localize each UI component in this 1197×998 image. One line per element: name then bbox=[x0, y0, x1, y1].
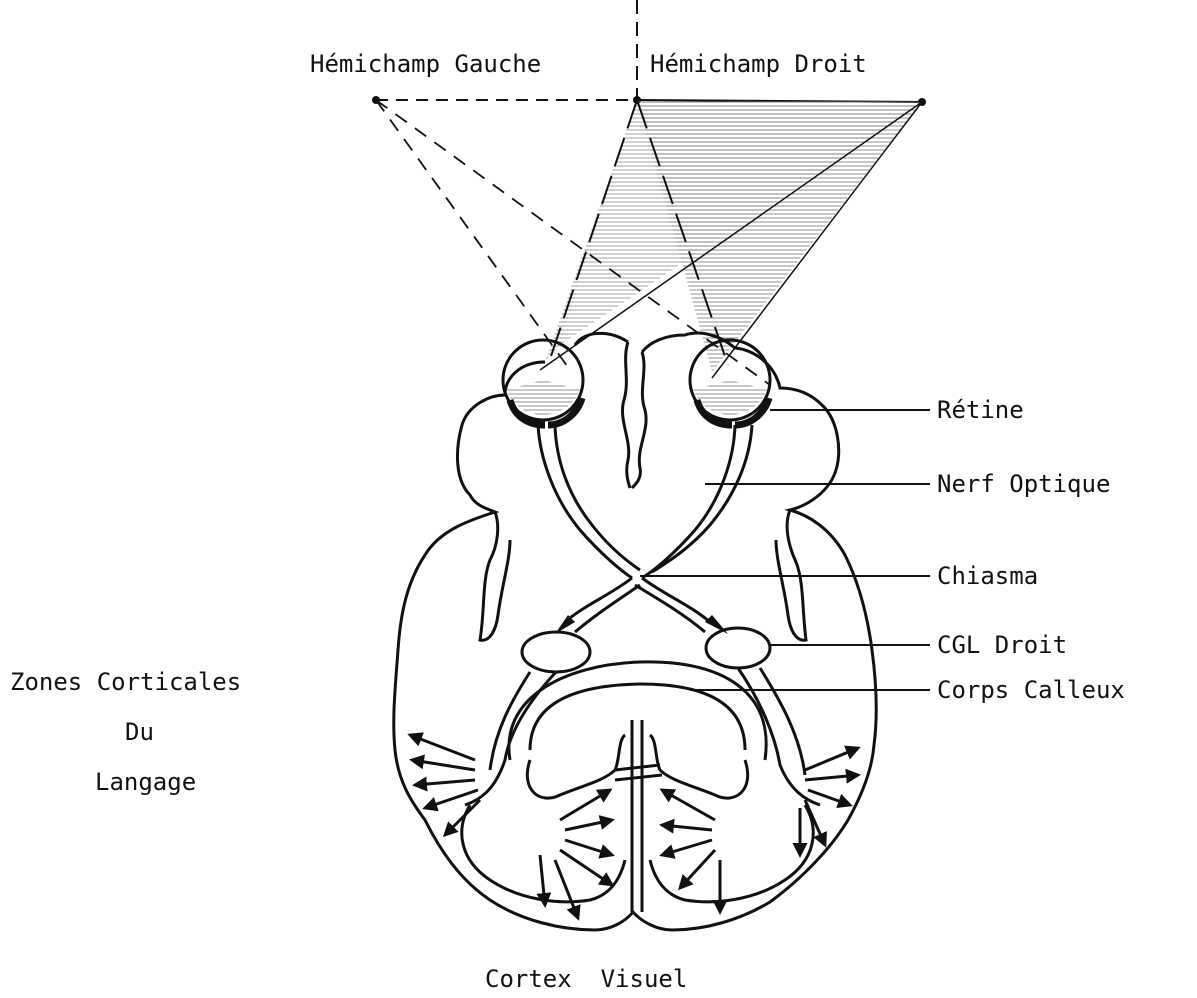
arrow-vc-l4 bbox=[560, 850, 612, 885]
label-hemifield-left: Hémichamp Gauche bbox=[310, 50, 541, 78]
left-optic-radiation bbox=[465, 672, 556, 805]
label-lgn-right: CGL Droit bbox=[937, 631, 1067, 659]
left-language-arrows bbox=[410, 735, 480, 835]
arrow-vc-l5 bbox=[555, 860, 578, 918]
arrow-vc-r1 bbox=[662, 790, 715, 820]
arrow-right-2 bbox=[805, 775, 858, 780]
left-optic-nerve bbox=[538, 425, 640, 578]
label-retina: Rétine bbox=[937, 396, 1024, 424]
arrow-lang-1 bbox=[410, 735, 475, 760]
right-optic-tract bbox=[635, 578, 710, 632]
arrow-vc-r2 bbox=[662, 825, 712, 830]
occipital-inner-left bbox=[527, 735, 625, 798]
arrow-vc-l3 bbox=[565, 840, 612, 855]
left-optic-tract bbox=[565, 578, 640, 632]
label-visual-cortex: Cortex Visuel bbox=[485, 965, 687, 993]
label-chiasm: Chiasma bbox=[937, 562, 1038, 590]
arrow-vc-r3 bbox=[662, 840, 712, 855]
occipital-inner-right bbox=[650, 735, 748, 798]
label-language-line1: Zones Corticales bbox=[10, 668, 241, 696]
longitudinal-fissure-front bbox=[622, 342, 646, 488]
arrow-vc-l6 bbox=[540, 855, 545, 905]
right-lgn bbox=[706, 628, 770, 668]
label-hemifield-right: Hémichamp Droit bbox=[650, 50, 867, 78]
right-optic-radiation bbox=[738, 668, 820, 805]
left-visual-cortex-arrows bbox=[540, 790, 612, 918]
label-language-line3: Langage bbox=[95, 768, 196, 796]
left-temporal-notch bbox=[480, 512, 510, 640]
label-corpus-callosum: Corps Calleux bbox=[937, 676, 1125, 704]
arrow-right-1 bbox=[805, 748, 858, 770]
ray-left-to-left-eye bbox=[376, 100, 570, 370]
left-lgn bbox=[522, 632, 590, 672]
arrow-lang-3 bbox=[415, 780, 475, 785]
arrow-vc-l1 bbox=[560, 790, 610, 820]
arrow-lang-2 bbox=[412, 760, 475, 770]
arrow-right-4 bbox=[805, 800, 825, 845]
corpus-callosum-outer bbox=[509, 662, 766, 760]
right-optic-nerve bbox=[642, 425, 752, 578]
arrow-vc-r4 bbox=[680, 850, 715, 888]
corpus-callosum-inner bbox=[530, 684, 745, 750]
arrow-vc-l2 bbox=[565, 820, 612, 830]
label-optic-nerve: Nerf Optique bbox=[937, 470, 1110, 498]
label-language-line2: Du bbox=[125, 718, 154, 746]
